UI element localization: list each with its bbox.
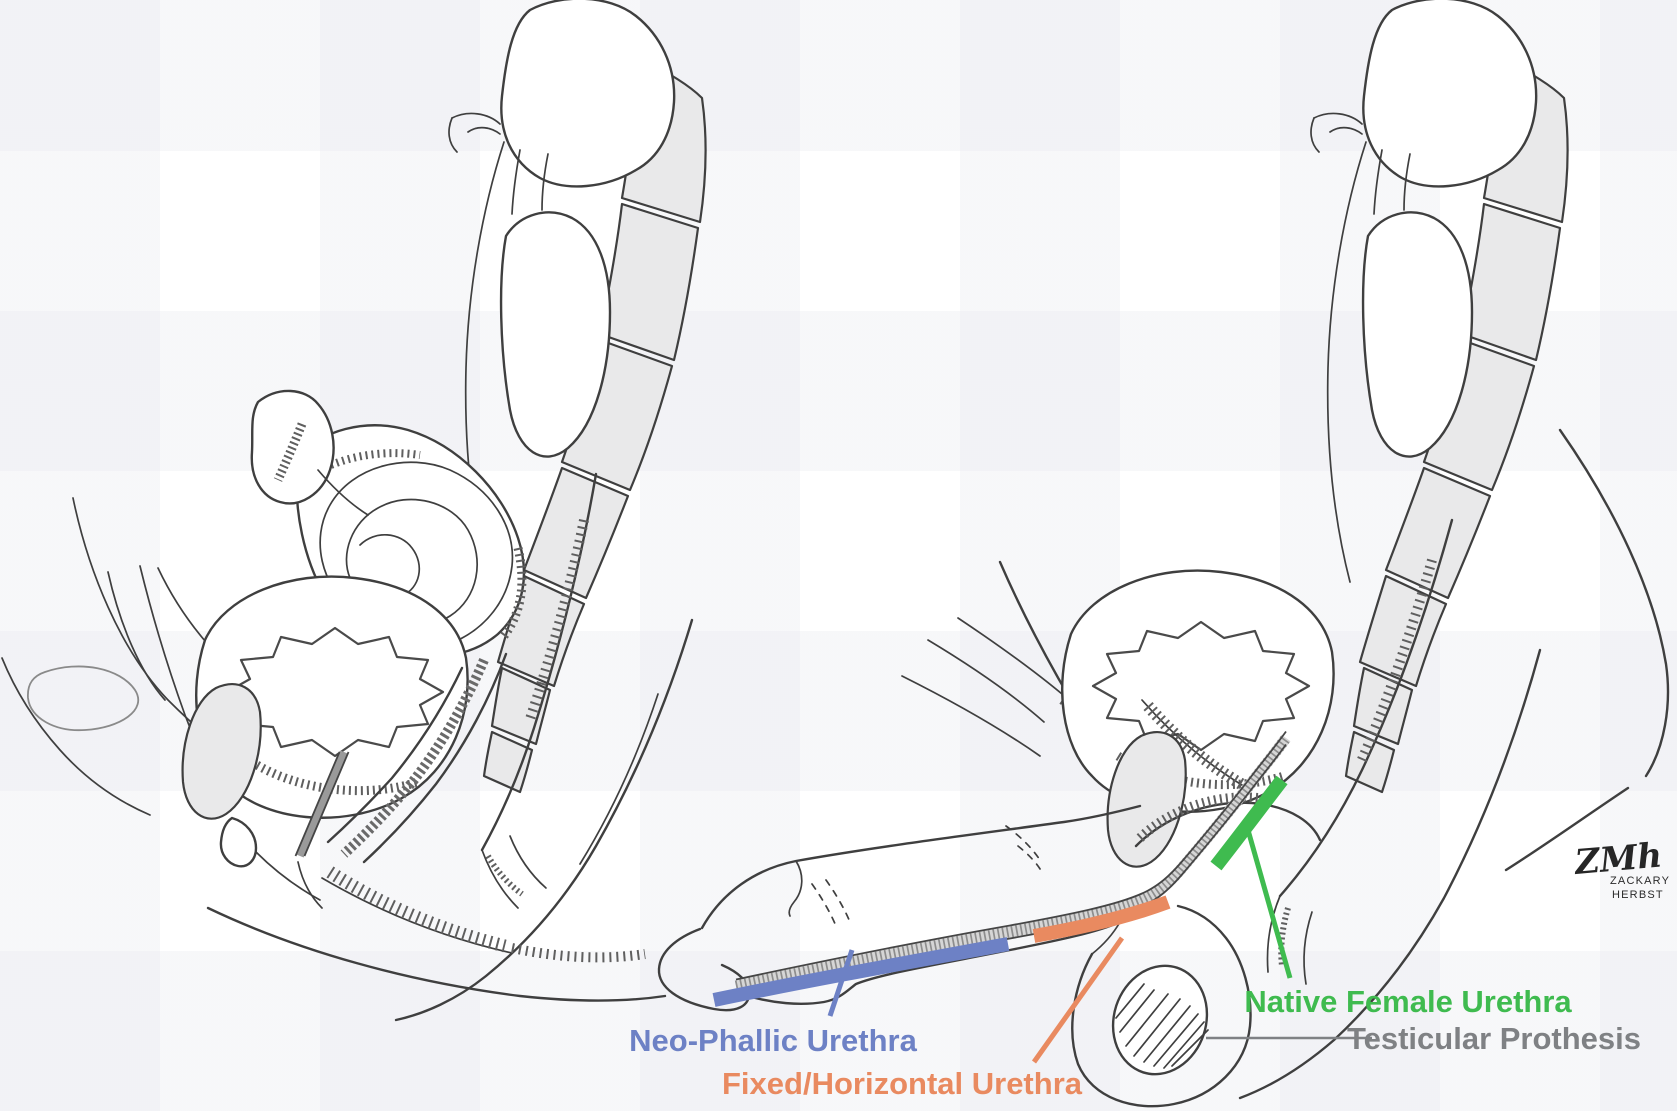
clitoris-labia — [219, 816, 323, 909]
panel-postop-phalloplasty: Neo-Phallic Urethra Fixed/Horizontal Ure… — [629, 0, 1670, 1108]
bladder-right — [1062, 571, 1333, 812]
rectum-right — [1266, 518, 1454, 985]
signature-name-line2: HERBST — [1612, 889, 1664, 901]
testicular-prothesis-label: Testicular Prothesis — [1347, 1021, 1641, 1056]
pelvic-floor-band-right — [1141, 699, 1251, 794]
signature-name-line1: ZACKARY — [1610, 875, 1670, 887]
panel-preop-female-pelvis — [1, 0, 707, 1022]
native-female-urethra-band — [1210, 775, 1288, 871]
neo-phallic-urethra-label: Neo-Phallic Urethra — [629, 1023, 917, 1058]
native-female-urethra-label: Native Female Urethra — [1244, 984, 1572, 1019]
buttock-outline-left — [394, 618, 694, 1022]
neo-phallic-leader-line — [827, 949, 855, 1017]
native-female-leader-line — [1245, 829, 1293, 979]
testicular-prosthesis-implant — [1111, 964, 1209, 1076]
perineum-pelvic-floor-left — [206, 866, 667, 1002]
fixed-horizontal-urethra-label: Fixed/Horizontal Urethra — [722, 1066, 1083, 1101]
spine-sacrum-left — [447, 0, 707, 794]
neo-phallic-urethra-band — [712, 937, 1010, 1007]
fallopian-tube-fimbriae — [250, 389, 369, 516]
fixed-horizontal-leader-line — [1031, 936, 1125, 1064]
fixed-horizontal-urethra-band — [1032, 895, 1171, 943]
artist-signature: ZMh ZACKARY HERBST — [1571, 836, 1670, 901]
rectum-left — [480, 472, 598, 909]
neo-phallic-band — [712, 937, 1010, 1007]
vagina — [326, 652, 508, 864]
scrotum — [1071, 904, 1252, 1108]
urethra-preop — [294, 750, 350, 858]
penis-shaft — [700, 804, 1142, 1005]
signature-monogram: ZMh — [1571, 836, 1663, 884]
spine-sacrum-right — [1309, 0, 1569, 794]
